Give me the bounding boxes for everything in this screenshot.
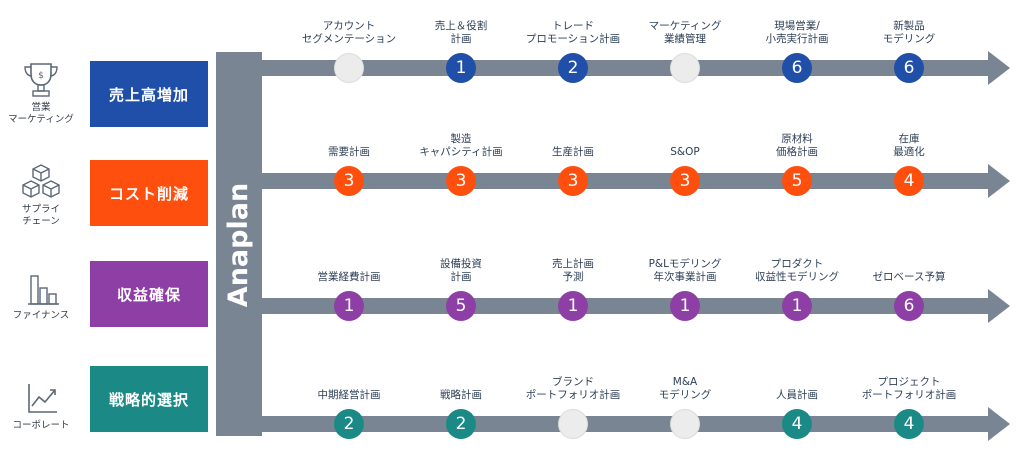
row-icon-group-supply: サプライ チェーン xyxy=(0,162,82,228)
trend-line-icon xyxy=(0,378,82,418)
step-node: 1 xyxy=(446,53,476,83)
cubes-icon xyxy=(0,162,82,202)
step-node: 6 xyxy=(782,53,812,83)
step-node: 1 xyxy=(670,291,700,321)
arrow-shaft-supply xyxy=(260,173,988,189)
step-label: 人員計画 xyxy=(776,389,818,401)
row-icon-group-corporate: コーポレート xyxy=(0,378,82,432)
step-node: 2 xyxy=(558,53,588,83)
arrow-head-corporate xyxy=(988,407,1010,441)
step-label: 戦略計画 xyxy=(440,389,482,401)
arrow-head-supply xyxy=(988,164,1010,198)
step-node: 2 xyxy=(446,409,476,439)
anaplan-logo-text: Anaplan xyxy=(223,183,254,307)
department-label: サプライ チェーン xyxy=(21,204,60,227)
trophy-icon: $ xyxy=(0,60,82,100)
step-node: 4 xyxy=(782,409,812,439)
anaplan-bar xyxy=(216,52,262,436)
bar-chart-icon xyxy=(0,268,82,308)
step-label: 売上計画 予測 xyxy=(552,258,594,283)
step-node: 4 xyxy=(894,166,924,196)
row-icon-group-sales: $ 営業 マーケティング xyxy=(0,60,82,126)
department-label: コーポレート xyxy=(12,420,70,431)
step-node: 3 xyxy=(334,166,364,196)
step-label: 中期経営計画 xyxy=(317,389,381,401)
step-node: 3 xyxy=(558,166,588,196)
step-label: 生産計画 xyxy=(552,146,594,158)
arrow-head-finance xyxy=(988,289,1010,323)
arrow-shaft-sales xyxy=(260,60,988,76)
step-label: マーケティング 業績管理 xyxy=(648,20,722,45)
step-label: トレード プロモーション計画 xyxy=(525,20,621,45)
step-label: ゼロベース予算 xyxy=(872,271,946,283)
step-label: プロジェクト ポートフォリオ計画 xyxy=(861,376,957,401)
step-node: 5 xyxy=(782,166,812,196)
step-label: M&A モデリング xyxy=(658,376,712,401)
step-label: 新製品 モデリング xyxy=(882,20,936,45)
step-label: 原材料 価格計画 xyxy=(776,133,818,158)
department-label: ファイナンス xyxy=(12,310,70,321)
step-node: 3 xyxy=(670,166,700,196)
department-label: 営業 マーケティング xyxy=(8,102,74,125)
step-node: 2 xyxy=(334,409,364,439)
step-node: 4 xyxy=(894,409,924,439)
step-node: 3 xyxy=(446,166,476,196)
row-icon-group-finance: ファイナンス xyxy=(0,268,82,322)
step-node: 1 xyxy=(558,291,588,321)
step-label: 設備投資 計画 xyxy=(440,258,482,283)
step-node: 1 xyxy=(334,291,364,321)
step-label: 営業経費計画 xyxy=(317,271,381,283)
step-node: 6 xyxy=(894,53,924,83)
step-node-empty xyxy=(334,53,364,83)
category-box-supply: コスト削減 xyxy=(90,160,208,226)
step-label: 製造 キャパシティ計画 xyxy=(419,133,503,158)
svg-text:$: $ xyxy=(38,71,44,81)
step-label: プロダクト 収益性モデリング xyxy=(755,258,839,283)
step-node: 6 xyxy=(894,291,924,321)
step-label: 売上＆役割 計画 xyxy=(434,20,488,45)
category-box-corporate: 戦略的選択 xyxy=(90,366,208,432)
step-label: 在庫 最適化 xyxy=(893,133,925,158)
arrow-shaft-finance xyxy=(260,298,988,314)
step-label: 現場営業/ 小売実行計画 xyxy=(765,20,829,45)
category-box-sales: 売上高増加 xyxy=(90,61,208,127)
step-node: 1 xyxy=(782,291,812,321)
step-label: S&OP xyxy=(670,146,700,158)
step-node-empty xyxy=(558,409,588,439)
step-label: 需要計画 xyxy=(328,146,370,158)
category-box-finance: 収益確保 xyxy=(90,261,208,327)
step-label: P&Lモデリング 年次事業計画 xyxy=(648,258,722,283)
step-label: ブランド ポートフォリオ計画 xyxy=(525,376,621,401)
step-node: 5 xyxy=(446,291,476,321)
step-node-empty xyxy=(670,53,700,83)
arrow-head-sales xyxy=(988,51,1010,85)
step-label: アカウント セグメンテーション xyxy=(301,20,397,45)
step-node-empty xyxy=(670,409,700,439)
arrow-shaft-corporate xyxy=(260,416,988,432)
